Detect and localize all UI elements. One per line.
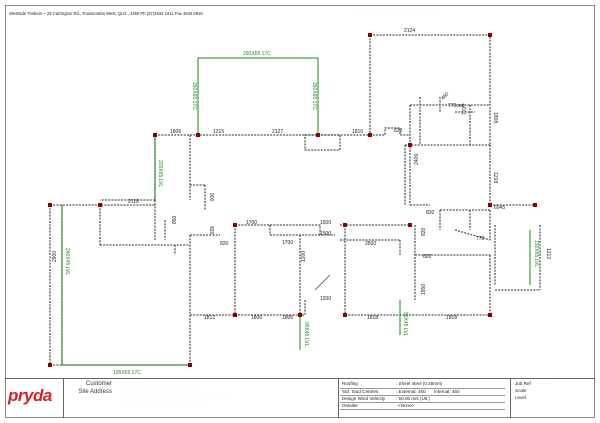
wind-velocity-value: : 50.00 m/s (Ult.) xyxy=(396,396,430,401)
dim-label: 770 xyxy=(476,236,485,242)
dim-label: 1812 xyxy=(204,315,215,321)
dim-label: 1212 xyxy=(545,248,551,259)
dim-label: 1500 xyxy=(320,231,331,237)
wall xyxy=(235,224,335,236)
wall xyxy=(304,134,341,151)
dim-label: 820 xyxy=(394,128,403,134)
dim-label: 2500 xyxy=(365,241,376,247)
beam-label: 260X65 17C xyxy=(191,82,197,110)
dim-label: 1700 xyxy=(282,240,293,246)
scale-label: Scale xyxy=(515,388,527,393)
dim-label: 1700 xyxy=(246,220,257,226)
spec-divider xyxy=(340,388,505,389)
dim-label: 2124 xyxy=(404,28,415,34)
dim-label: 1806 xyxy=(170,129,181,135)
dim-label: 770 xyxy=(462,106,468,115)
dim-label: 6045 xyxy=(494,205,505,211)
dim-label: 2409 xyxy=(414,154,420,165)
site-address-label: Site Address xyxy=(78,389,112,395)
title-block xyxy=(5,378,595,418)
dim-label: 1806 xyxy=(282,315,293,321)
dim-label: 1818 xyxy=(367,315,378,321)
dim-label: 820 xyxy=(423,254,432,260)
dim-label: 2118 xyxy=(128,199,139,205)
job-ref-label: Job Ref xyxy=(515,381,531,386)
beam-label: 95X45 LVL xyxy=(303,322,309,347)
stud-external-value: : External: 450 xyxy=(396,389,426,394)
stud-internal-value: Internal: 450 xyxy=(434,389,460,394)
beam-label: 195X65 17C xyxy=(113,370,141,376)
roofing-value: : Sheet steel (0.48mm) xyxy=(396,381,443,386)
title-block-divider xyxy=(63,379,64,418)
post-markers xyxy=(48,33,537,367)
beam-label: 200X65 LVL xyxy=(157,160,163,187)
beam-top xyxy=(197,57,319,135)
spec-divider xyxy=(340,395,505,396)
dim-label: 2900 xyxy=(52,251,58,262)
beam-label: 150X65 LVL xyxy=(533,240,539,267)
logo-text: pryda xyxy=(8,386,52,405)
site-address-redacted-2: · · · · · · · · · · · · · · · · · · · · xyxy=(120,399,209,403)
wind-velocity-label: Design Wind Velocity xyxy=(342,396,386,401)
stud-centres-label: Std. Stud Centres xyxy=(342,389,379,394)
wall-middle xyxy=(155,127,410,136)
dim-label: 1200 xyxy=(301,251,307,262)
job-ref-value: : · · · · · · · xyxy=(530,381,551,386)
header-bar: Westside Timbers ~ 29 Carrington Rd., To… xyxy=(5,5,589,23)
floor-plan: 2124 260X65 17C 260X65 17C 260X65 17C 18… xyxy=(48,28,551,376)
customer-label: Customer xyxy=(85,381,112,387)
customer-value-redacted: · · · · · · · · · · · · · · · · · xyxy=(120,383,195,387)
detailer-value: <None> xyxy=(398,403,415,408)
roofing-label: Roofing xyxy=(342,381,358,386)
beam-label: 95X45 LVL xyxy=(402,312,408,337)
beam-label: 260X65 17C xyxy=(311,82,317,110)
spec-divider xyxy=(340,409,505,410)
dim-label: 1200 xyxy=(320,296,331,302)
title-block-divider xyxy=(338,379,339,418)
dim-label: 820 xyxy=(421,227,427,236)
beam-lines xyxy=(61,57,531,366)
pryda-logo: pryda xyxy=(8,384,64,412)
company-info: Westside Timbers ~ 29 Carrington Rd., To… xyxy=(9,11,203,16)
header-blurred-text: · · · · · · · · · · · · · · · · · · · · … xyxy=(353,11,442,16)
dim-label: 460 xyxy=(440,91,450,101)
leader-line xyxy=(314,274,331,291)
site-address-redacted: · · · · · · · · · · · · · · · · · · · · … xyxy=(120,391,227,395)
level-label: Level xyxy=(515,395,526,400)
dim-label: 820 xyxy=(220,241,229,247)
dim-label: 820 xyxy=(426,210,435,216)
spec-divider xyxy=(340,402,505,403)
dim-label: 900 xyxy=(208,193,214,202)
dim-label: 770cad xyxy=(448,103,465,109)
dim-label: 1950 xyxy=(421,284,427,295)
title-block-divider xyxy=(510,379,511,418)
dim-label: 1818 xyxy=(446,315,457,321)
dim-label: 1500 xyxy=(320,220,331,226)
dim-label: 1218 xyxy=(492,172,498,183)
beam-label: 260X65 17C xyxy=(243,51,271,57)
beam-label: 240X45 LVL xyxy=(64,248,70,275)
dim-label: 1806 xyxy=(251,315,262,321)
wall-lines xyxy=(49,34,541,366)
dim-label: 2127 xyxy=(272,129,283,135)
wall xyxy=(454,229,491,241)
dim-label: 820 xyxy=(208,226,214,235)
dim-label: 1810 xyxy=(352,129,363,135)
drawing-sheet-border xyxy=(5,5,595,418)
dim-label: 850 xyxy=(172,215,178,224)
dim-label: 1215 xyxy=(213,129,224,135)
detailer-label: Detailer xyxy=(342,403,358,408)
dim-label: 1808 xyxy=(492,112,498,123)
